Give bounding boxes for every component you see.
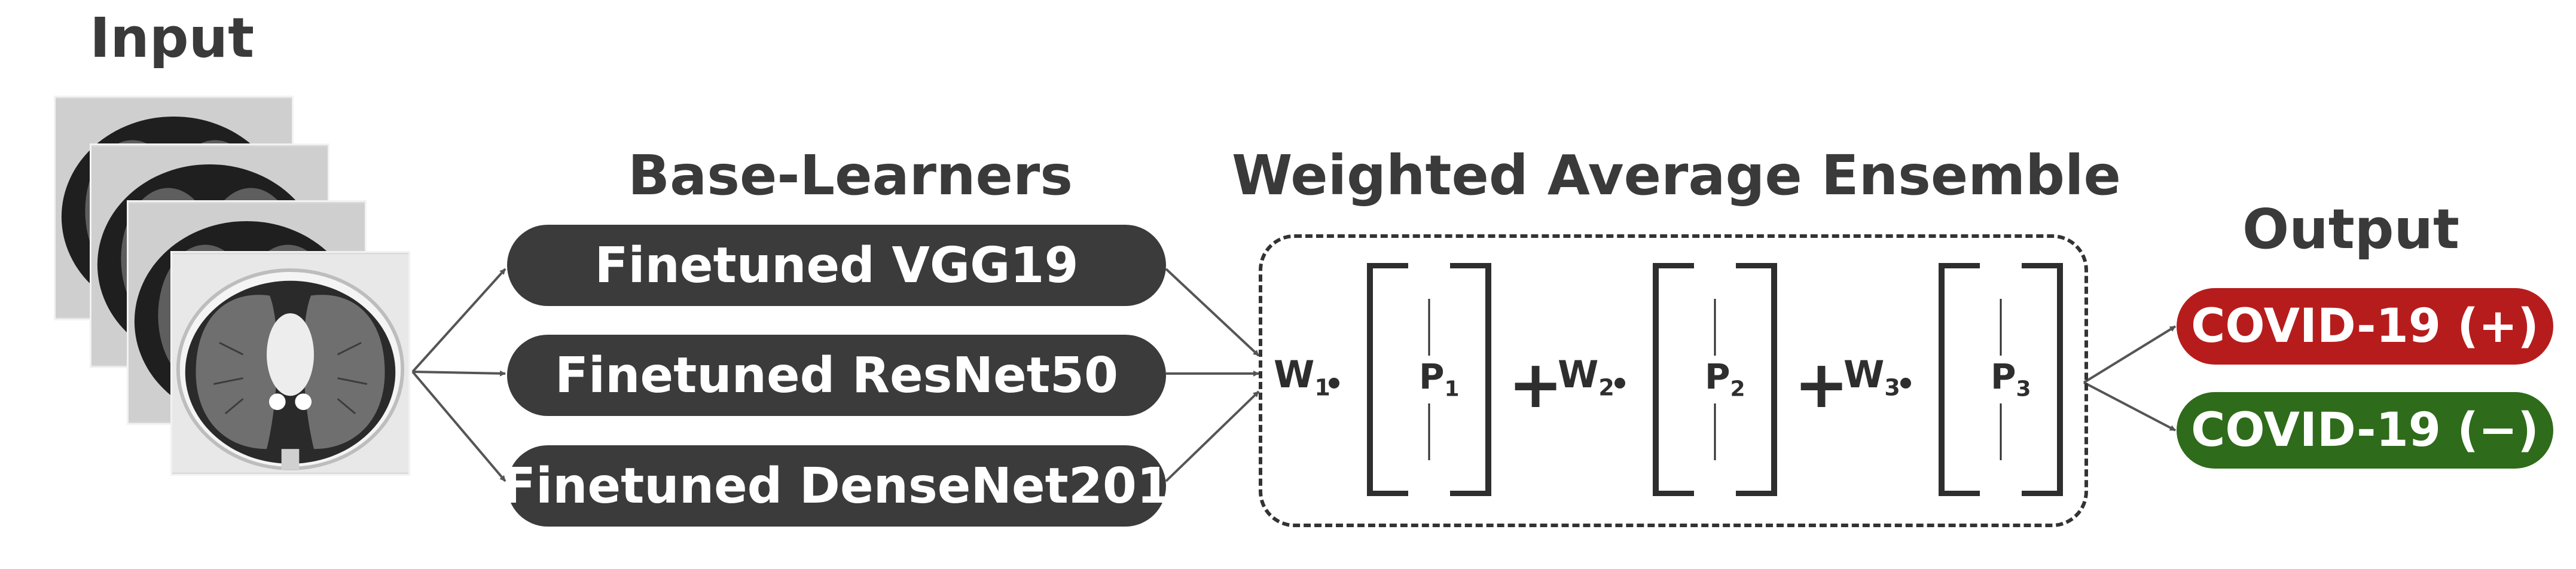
arrow-ensemble-to-positive	[2083, 325, 2177, 384]
arrow-input-to-vgg	[411, 268, 506, 373]
prob-label-1: P1	[1419, 356, 1460, 402]
prob-label-3: P3	[1991, 356, 2031, 402]
weight-index: 3	[1884, 374, 1900, 401]
prob-index: 1	[1444, 377, 1460, 402]
weight-label-2: W2	[1558, 353, 1614, 400]
weight-index: 1	[1314, 374, 1330, 401]
arrow-densenet-to-ensemble	[1165, 390, 1260, 482]
output-covid-positive: COVID-19 (+)	[2177, 288, 2553, 365]
multiply-dot	[1900, 378, 1911, 388]
plus-operator: +	[1794, 346, 1849, 423]
prob-symbol: P	[1705, 356, 1730, 397]
ct-scan-icon	[170, 251, 410, 476]
arrow-input-to-resnet	[412, 370, 506, 377]
prob-symbol: P	[1991, 356, 2016, 397]
input-heading: Input	[90, 6, 255, 70]
multiply-dot	[1614, 378, 1625, 388]
prob-label-2: P2	[1705, 356, 1745, 402]
weight-symbol: W	[1274, 353, 1315, 396]
arrow-ensemble-to-negative	[2083, 381, 2176, 432]
base-learner-densenet201: Finetuned DenseNet201	[502, 445, 1171, 527]
prob-index: 3	[2016, 377, 2031, 402]
weight-index: 2	[1598, 374, 1614, 401]
multiply-dot	[1329, 378, 1339, 388]
weight-label-3: W3	[1844, 353, 1900, 400]
probability-vector-bracket-1	[1367, 263, 1491, 496]
base-learner-vgg19: Finetuned VGG19	[507, 225, 1166, 306]
arrow-vgg-to-ensemble	[1165, 268, 1260, 357]
output-covid-negative: COVID-19 (−)	[2177, 392, 2553, 469]
weight-symbol: W	[1844, 353, 1885, 396]
weight-label-1: W1	[1274, 353, 1330, 400]
probability-vector-bracket-2	[1653, 263, 1777, 496]
plus-operator: +	[1508, 346, 1564, 423]
arrow-input-to-densenet	[411, 371, 506, 482]
ensemble-container	[1259, 234, 2088, 527]
base-learners-heading: Base-Learners	[628, 143, 1073, 207]
ensemble-heading: Weighted Average Ensemble	[1232, 143, 2121, 207]
weight-symbol: W	[1558, 353, 1599, 396]
output-heading: Output	[2242, 197, 2460, 261]
prob-index: 2	[1730, 377, 1745, 402]
prob-symbol: P	[1419, 356, 1445, 397]
base-learner-resnet50: Finetuned ResNet50	[507, 335, 1166, 416]
probability-vector-bracket-3	[1939, 263, 2063, 496]
